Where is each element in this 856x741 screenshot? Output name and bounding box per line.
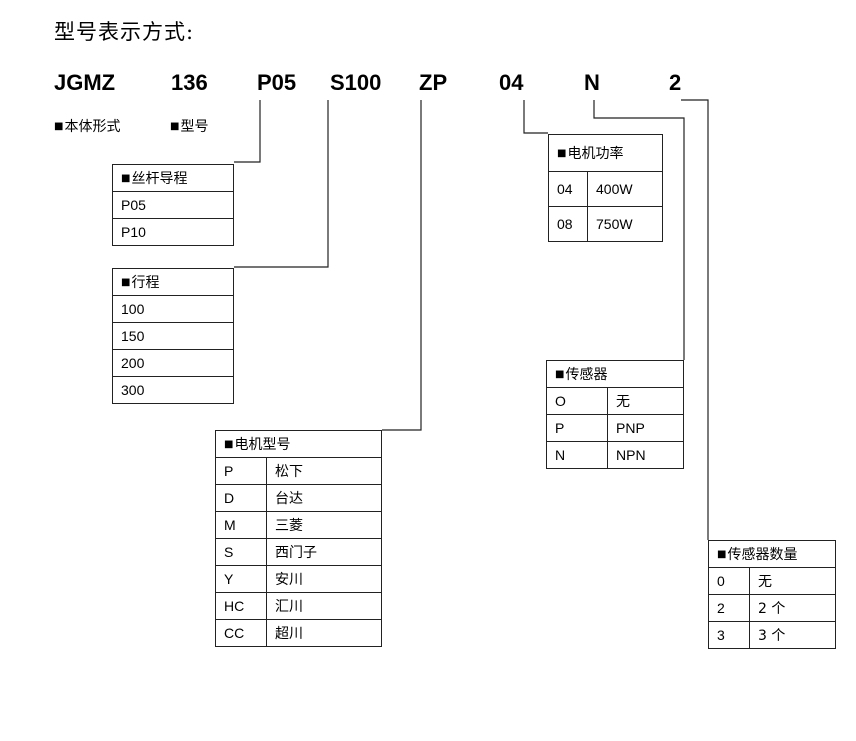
square-bullet-icon: ■ [717, 549, 727, 560]
table-cell: HC [215, 592, 267, 620]
table-screw-lead: ■丝杆导程 P05 P10 [112, 164, 234, 246]
legend-model-label: 型号 [180, 119, 209, 135]
square-bullet-icon: ■ [224, 439, 234, 450]
code-stroke: S100 [330, 70, 382, 95]
table-cell: 松下 [266, 457, 382, 485]
connector-sensor [593, 100, 685, 360]
table-cell: 三菱 [266, 511, 382, 539]
legend-body-form: ■本体形式 [54, 116, 120, 136]
table-cell: P05 [112, 191, 234, 219]
table-cell: 3 个 [749, 621, 836, 649]
connector-motor-power [523, 100, 548, 134]
connector-stroke [234, 100, 329, 268]
page-title: 型号表示方式: [54, 20, 195, 44]
table-cell: PNP [607, 414, 684, 442]
table-cell: 无 [749, 567, 836, 595]
table-cell: 汇川 [266, 592, 382, 620]
table-cell: 04 [548, 171, 588, 207]
table-cell: CC [215, 619, 267, 647]
table-cell: 200 [112, 349, 234, 377]
table-cell: 300 [112, 376, 234, 404]
connector-motor-model [382, 100, 422, 431]
table-cell: P [215, 457, 267, 485]
table-header: ■行程 [112, 268, 234, 296]
table-cell: 750W [587, 206, 663, 242]
table-cell: 超川 [266, 619, 382, 647]
header-label: 行程 [131, 275, 160, 291]
square-bullet-icon: ■ [54, 121, 64, 132]
table-header: ■电机功率 [548, 134, 663, 172]
square-bullet-icon: ■ [170, 121, 180, 132]
code-motor-power: 04 [499, 70, 524, 95]
table-cell: D [215, 484, 267, 512]
table-cell: 08 [548, 206, 588, 242]
header-label: 电机功率 [567, 146, 624, 162]
square-bullet-icon: ■ [121, 173, 131, 184]
code-sensor: N [584, 70, 600, 95]
header-label: 传感器数量 [727, 547, 798, 563]
table-cell: 400W [587, 171, 663, 207]
table-cell: P10 [112, 218, 234, 246]
table-header: ■传感器数量 [708, 540, 836, 568]
square-bullet-icon: ■ [121, 277, 131, 288]
connector-screw-lead [234, 100, 261, 163]
table-header: ■传感器 [546, 360, 684, 388]
table-header: ■丝杆导程 [112, 164, 234, 192]
code-model: 136 [171, 70, 208, 95]
table-cell: 2 个 [749, 594, 836, 622]
table-cell: 安川 [266, 565, 382, 593]
header-label: 丝杆导程 [131, 171, 188, 187]
header-label: 传感器 [565, 367, 608, 383]
table-cell: 3 [708, 621, 750, 649]
code-motor-model: ZP [419, 70, 448, 95]
legend-model: ■型号 [170, 116, 208, 136]
table-cell: M [215, 511, 267, 539]
table-cell: 西门子 [266, 538, 382, 566]
table-cell: 台达 [266, 484, 382, 512]
table-cell: P [546, 414, 608, 442]
header-label: 电机型号 [234, 437, 291, 453]
table-stroke: ■行程 100 150 200 300 [112, 268, 234, 404]
table-cell: S [215, 538, 267, 566]
square-bullet-icon: ■ [555, 369, 565, 380]
connector-sensor-count [681, 99, 709, 540]
table-cell: Y [215, 565, 267, 593]
code-body-form: JGMZ [54, 70, 116, 95]
table-cell: 0 [708, 567, 750, 595]
code-screw-lead: P05 [257, 70, 297, 95]
table-cell: 100 [112, 295, 234, 323]
table-header: ■电机型号 [215, 430, 382, 458]
table-cell: O [546, 387, 608, 415]
table-cell: 无 [607, 387, 684, 415]
legend-body-form-label: 本体形式 [64, 119, 121, 135]
table-cell: 150 [112, 322, 234, 350]
table-cell: 2 [708, 594, 750, 622]
square-bullet-icon: ■ [557, 148, 567, 159]
code-sensor-count: 2 [669, 70, 682, 95]
table-cell: N [546, 441, 608, 469]
table-cell: NPN [607, 441, 684, 469]
